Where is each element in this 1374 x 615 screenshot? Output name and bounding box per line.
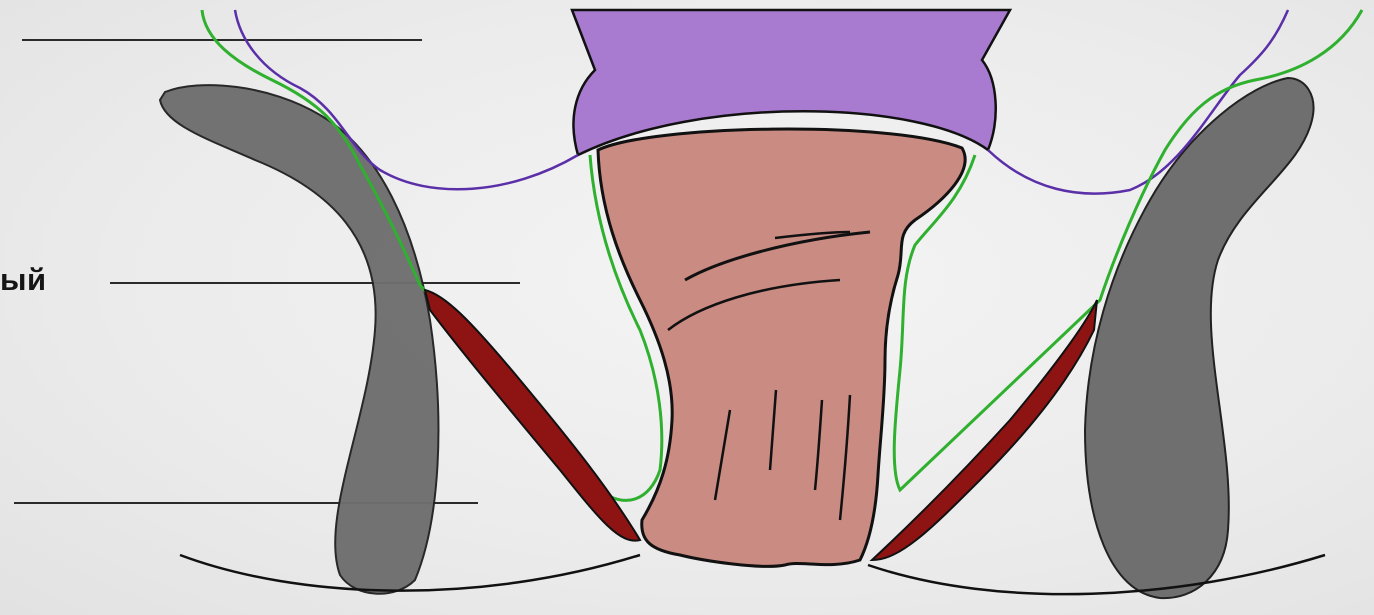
right-pelvic-bone (1085, 78, 1313, 598)
structure-label: ый (0, 262, 47, 298)
right-levator-muscle (872, 300, 1097, 560)
left-pelvic-bone (160, 85, 438, 594)
rectum (598, 129, 965, 566)
right-skin-curve (868, 555, 1325, 594)
